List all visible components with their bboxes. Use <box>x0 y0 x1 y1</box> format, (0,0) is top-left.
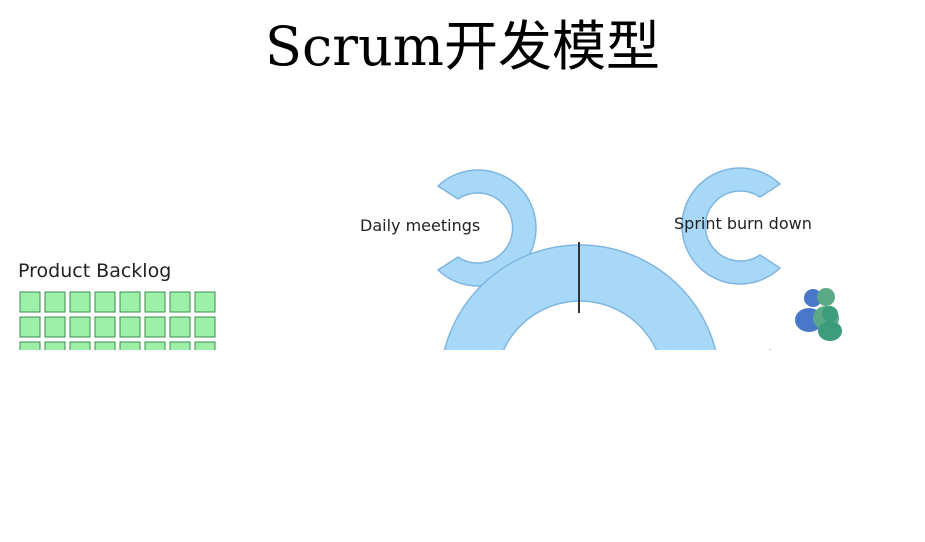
backlog-item <box>19 341 41 350</box>
backlog-item <box>19 291 41 313</box>
backlog-item <box>169 341 191 350</box>
backlog-item <box>69 291 91 313</box>
sprint-burn-down-label: Sprint burn down <box>674 214 812 233</box>
backlog-item <box>169 316 191 338</box>
backlog-item <box>119 316 141 338</box>
backlog-item <box>19 316 41 338</box>
backlog-item <box>44 341 66 350</box>
backlog-item <box>144 316 166 338</box>
backlog-item <box>119 291 141 313</box>
product-backlog-label: Product Backlog <box>18 260 172 282</box>
backlog-item <box>69 341 91 350</box>
page-title: Scrum开发模型 <box>264 15 661 78</box>
daily-meetings-label: Daily meetings <box>360 216 481 235</box>
backlog-item <box>94 341 116 350</box>
backlog-item <box>194 291 216 313</box>
backlog-item <box>44 291 66 313</box>
backlog-item <box>194 316 216 338</box>
backlog-item <box>94 291 116 313</box>
backlog-item <box>169 291 191 313</box>
backlog-item <box>94 316 116 338</box>
backlog-item <box>194 341 216 350</box>
team-label-fragment: · <box>768 342 773 360</box>
backlog-item <box>44 316 66 338</box>
sprint-burn-down-ring <box>681 167 782 285</box>
backlog-item <box>119 341 141 350</box>
backlog-item <box>144 341 166 350</box>
backlog-item <box>69 316 91 338</box>
backlog-item <box>144 291 166 313</box>
team-people-icon <box>795 288 842 341</box>
product-backlog-grid <box>19 291 216 350</box>
